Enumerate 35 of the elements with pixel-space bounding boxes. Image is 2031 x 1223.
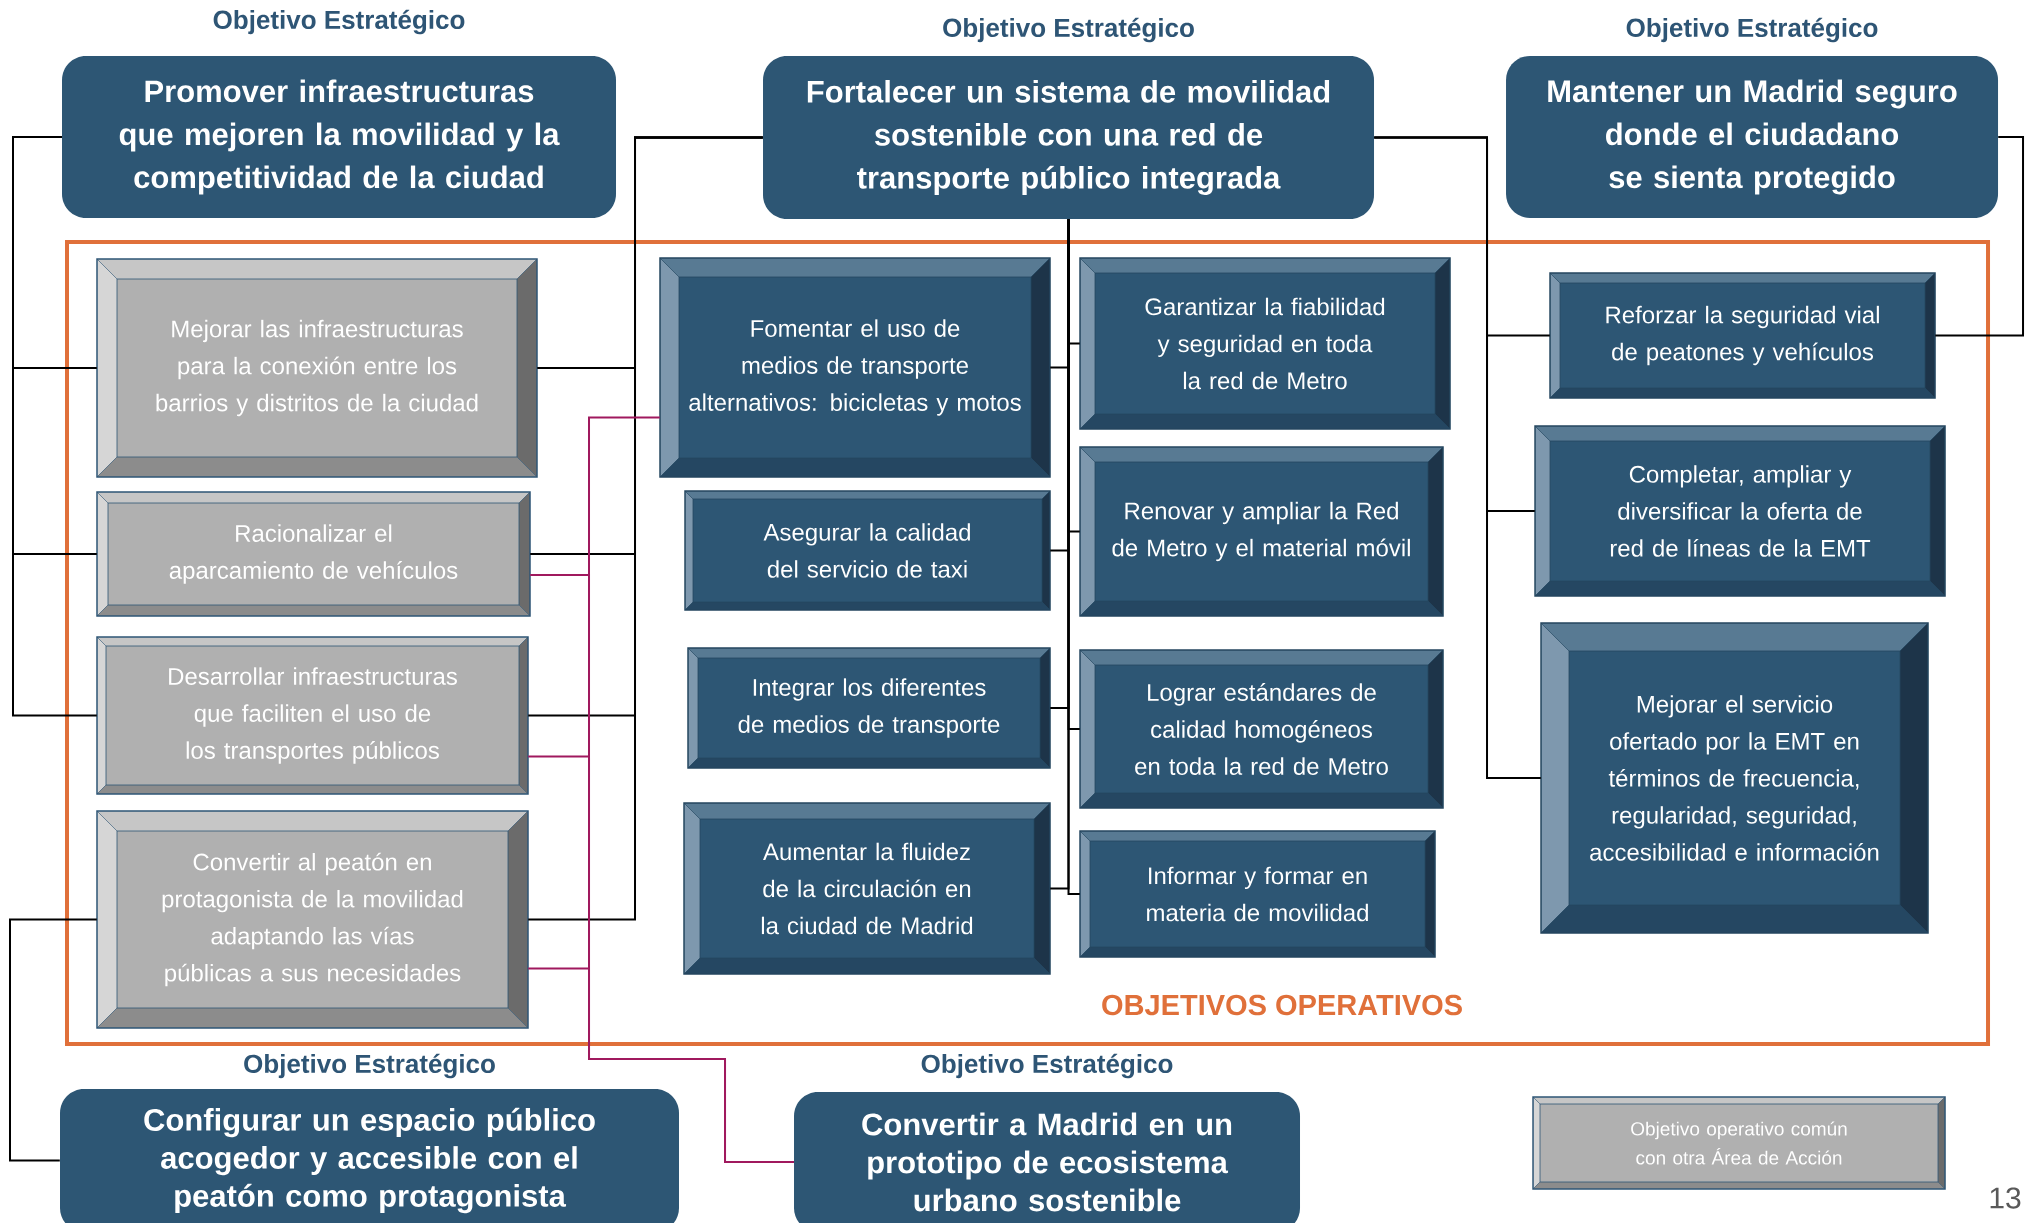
bevel-box: Asegurar la calidad del servicio de taxi [684, 490, 1051, 611]
bevel-box: Racionalizar el aparcamiento de vehículos [96, 491, 531, 617]
heading: Objetivo Estratégico [244, 1053, 495, 1079]
connector-line [527, 136, 764, 921]
connector-line [9, 918, 98, 1162]
bevel-box: Lograr estándares de calidad homogéneos en toda la red de Metro [1079, 649, 1444, 809]
objective-box: Promover infraestructuras que mejoren la movilidad y la competitividad de la ciudad [62, 56, 616, 218]
bevel-box: Fomentar el uso de medios de transporte alternativos: bicicletas y motos [659, 257, 1051, 478]
heading: Objetivo Estratégico [921, 1053, 1173, 1079]
bevel-box: Informar y formar en materia de movilidad [1079, 830, 1436, 958]
bevel-box: Completar, ampliar y diversificar la oferta de red de líneas de la EMT [1534, 425, 1946, 597]
bevel-box: Reforzar la seguridad vial de peatones y vehículos [1549, 272, 1936, 399]
bevel-box: Garantizar la fiabilidad y seguridad en toda la red de Metro [1079, 257, 1451, 430]
legend-text: Objetivo operativo común con otra Área de Acción [1631, 1121, 1847, 1165]
connector-line [1067, 218, 1081, 895]
bevel-box: Desarrollar infraestructuras que faciliten el uso de los transportes públicos [96, 636, 529, 795]
connector-line [1373, 136, 1542, 779]
bevel-box: Mejorar el servicio ofertado por la EMT en términos de frecuencia, regularidad, seguridad, accesibilidad e información [1540, 622, 1929, 934]
connector-line [527, 967, 795, 1163]
heading: Objetivo Estratégico [943, 17, 1194, 43]
connector-line [12, 136, 98, 717]
objective-box: Mantener un Madrid seguro donde el ciudadano se sienta protegido [1506, 56, 1999, 218]
objective-box: Convertir a Madrid en un prototipo de ecosistema urbano sostenible [794, 1092, 1300, 1223]
bevel-box: Convertir al peatón en protagonista de la movilidad adaptando las vías públicas a sus necesidades [96, 810, 529, 1029]
bevel-box: Renovar y ampliar la Red de Metro y el material móvil [1079, 446, 1444, 617]
heading: Objetivo Estratégico [213, 9, 465, 35]
objective-box: Configurar un espacio público acogedor y accesible con el peatón como protagonista [60, 1089, 679, 1223]
bevel-box: Mejorar las infraestructuras para la conexión entre los barrios y distritos de la ciudad [96, 258, 538, 478]
heading: Objetivo Estratégico [1626, 17, 1878, 43]
section-heading: OBJETIVOS OPERATIVOS [1102, 994, 1462, 1016]
bevel-box: Integrar los diferentes de medios de transporte [687, 647, 1051, 769]
page-number: 13 [1990, 1187, 2021, 1209]
connector-line [1934, 136, 2025, 337]
bevel-box: Aumentar la fluidez de la circulación en la ciudad de Madrid [683, 802, 1051, 975]
objective-box: Fortalecer un sistema de movilidad sostenible con una red de transporte público integrada [763, 56, 1374, 219]
